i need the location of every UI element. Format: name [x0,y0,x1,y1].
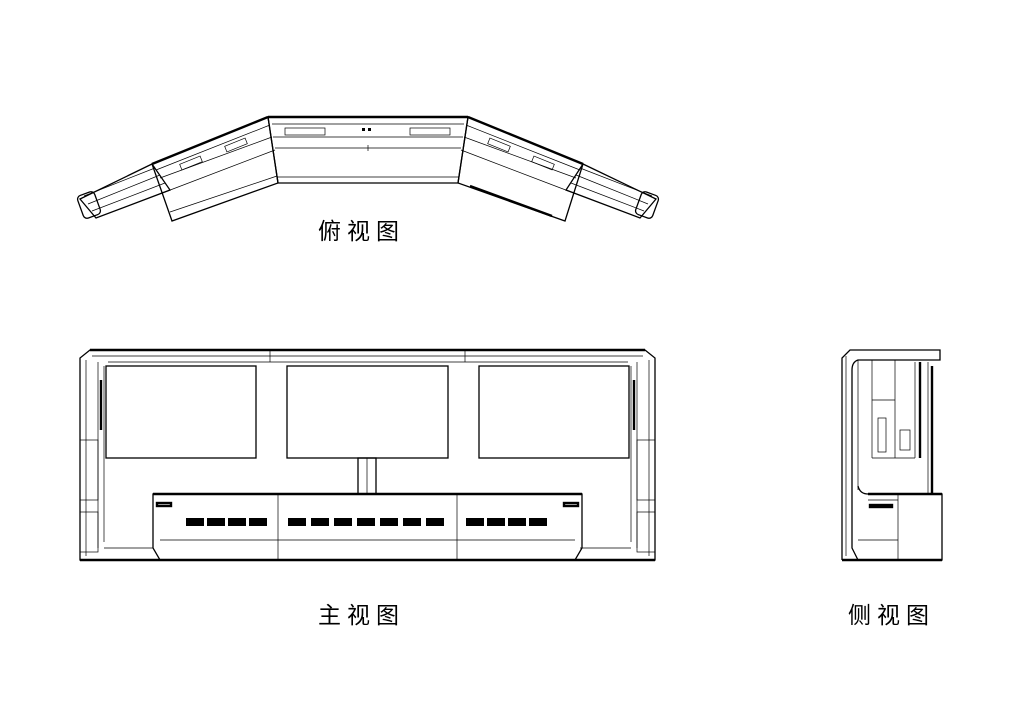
side-view-frame [841,349,941,560]
top-view-label: 俯视图 [318,219,405,245]
side-view-label: 侧视图 [848,603,935,629]
front-view-desk [152,492,583,561]
front-view-monitor-left [105,365,257,459]
top-view-left-end [76,163,172,219]
front-view-frame [79,348,656,562]
front-view-label: 主视图 [318,603,405,629]
front-view-monitor-center [286,365,449,459]
top-view-left-wing [151,115,279,222]
front-view-drawing [79,348,656,562]
side-view-drawing [841,349,943,562]
front-view-vent-grilles [186,518,547,526]
top-view-right-wing [457,115,584,222]
top-view-center-segment [267,115,469,184]
top-view-drawing [76,115,660,222]
top-view-right-end [565,163,660,219]
front-view-monitor-stand [357,457,377,495]
side-view-cabinet [842,480,943,562]
front-view-monitor-right [478,365,630,459]
